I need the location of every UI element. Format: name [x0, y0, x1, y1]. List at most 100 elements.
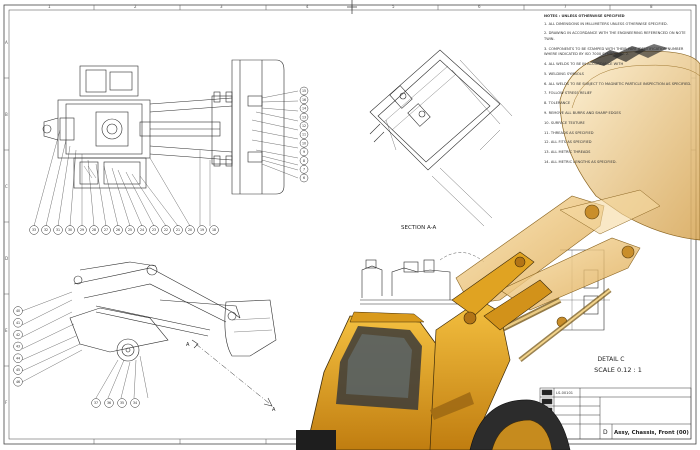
item-balloon: 10 [299, 138, 309, 148]
item-balloon: 19 [197, 225, 207, 235]
balloon-number: 10 [302, 141, 306, 145]
zone-label-left: C [5, 184, 8, 189]
zone-label-left: F [5, 400, 8, 405]
item-balloon: 31 [53, 225, 63, 235]
balloon-circle [117, 398, 127, 408]
item-balloon: 11 [299, 130, 309, 139]
item-balloon: 34 [130, 398, 140, 408]
zone-label-top: 7 [564, 4, 567, 9]
item-balloon: 14 [299, 104, 309, 113]
notes-item: 2. DRAWING IN ACCORDANCE WITH THE ENGINE… [544, 31, 686, 41]
notes-item: 7. FOLLOW STRESS RELIEF [544, 91, 592, 96]
item-balloon: 24 [137, 225, 147, 235]
balloon-circle [13, 353, 23, 363]
item-balloon: 33 [29, 225, 39, 235]
balloon-number: 43 [16, 345, 20, 349]
item-balloon: 28 [89, 225, 99, 235]
balloon-number: 24 [140, 228, 144, 232]
balloon-circle [125, 225, 135, 235]
balloon-number: 33 [32, 228, 36, 232]
balloon-number: 29 [80, 228, 84, 232]
balloon-circle [113, 225, 123, 235]
balloon-circle [13, 306, 23, 316]
zone-label-top: 8 [650, 4, 653, 9]
balloon-number: 35 [120, 401, 124, 405]
balloon-circle [299, 112, 309, 122]
detail-scale-label: SCALE 0.12 : 1 [594, 366, 642, 374]
item-balloon: 35 [117, 398, 127, 408]
balloon-number: 34 [133, 401, 137, 405]
zone-label-left: B [5, 112, 8, 117]
notes-item: 12. ALL FITS AS SPECIFIED [544, 140, 592, 145]
hub-balloons: 37 36 35 34 [91, 398, 140, 408]
item-balloon: 9 [299, 147, 309, 157]
balloon-circle [41, 225, 51, 235]
notes-item: 4. ALL WELDS TO BE IN ACCORDANCE WITH [544, 62, 624, 67]
balloon-number: 21 [176, 228, 180, 232]
section-a-a-drawing [369, 49, 513, 227]
balloon-circle [299, 138, 309, 148]
balloon-number: 15 [302, 89, 306, 93]
notes-item: 1. ALL DIMENSIONS IN MILLIMETERS UNLESS … [544, 21, 668, 26]
balloon-circle [149, 225, 159, 235]
item-balloon: 12 [299, 121, 309, 131]
zone-label-top: 5 [392, 4, 395, 9]
notes-item: 6. ALL WELDS TO BE SUBJECT TO MAGNETIC P… [544, 81, 692, 86]
balloon-number: 20 [188, 228, 192, 232]
item-balloon: 43 [13, 341, 23, 352]
balloon-circle [299, 165, 309, 174]
balloon-number: 42 [16, 333, 20, 337]
item-balloon: 6 [299, 173, 309, 183]
notes-item: 11. THREADS AS SPECIFIED [544, 130, 594, 135]
item-balloon: 46 [13, 377, 23, 387]
item-balloon: 21 [173, 225, 183, 235]
balloon-number: 6 [303, 176, 305, 180]
zone-label-top: 1 [48, 4, 51, 9]
notes-item: 8. TOLERANCE [544, 101, 571, 106]
balloon-number: 46 [16, 380, 20, 384]
balloon-circle [29, 225, 39, 235]
item-balloon: 20 [185, 225, 195, 235]
item-balloon: 29 [77, 225, 87, 235]
balloon-circle [209, 225, 219, 235]
balloon-number: 27 [104, 228, 108, 232]
balloon-circle [13, 318, 23, 328]
balloon-circle [197, 225, 207, 235]
balloon-number: 28 [92, 228, 96, 232]
item-balloon: 7 [299, 165, 309, 174]
item-balloon: 16 [299, 95, 309, 104]
balloon-circle [299, 156, 309, 165]
balloon-number: 22 [164, 228, 168, 232]
balloon-number: 36 [107, 401, 111, 405]
balloon-number: 25 [128, 228, 132, 232]
balloon-circle [89, 225, 99, 235]
item-balloon: 40 [13, 306, 23, 316]
notes-item: 10. SURFACE TEXTURE [544, 120, 585, 125]
zone-label-top: 3 [220, 4, 223, 9]
section-a-a-label: SECTION A-A [401, 225, 436, 231]
balloon-circle [173, 225, 183, 235]
item-balloon: 22 [161, 225, 171, 235]
side-view-drawing [69, 261, 277, 407]
balloon-circle [299, 130, 309, 139]
balloon-number: 16 [302, 98, 306, 102]
balloon-circle [137, 225, 147, 235]
balloon-number: 26 [116, 228, 120, 232]
zone-label-left: D [5, 256, 9, 261]
balloon-circle [299, 95, 309, 104]
balloon-circle [130, 398, 140, 408]
balloon-number: 37 [94, 401, 98, 405]
balloon-circle [65, 225, 75, 235]
title-block-sheet-id: D [603, 429, 608, 436]
balloon-circle [91, 398, 101, 408]
balloon-circle [101, 225, 111, 235]
item-balloon: 42 [13, 329, 23, 340]
balloon-number: 45 [16, 368, 20, 372]
notes-item: 14. ALL METRIC LENGTHS AS SPECIFIED. [544, 159, 617, 164]
item-balloon: 32 [41, 225, 51, 235]
item-balloon: 18 [209, 225, 219, 235]
balloon-number: 41 [16, 321, 20, 325]
balloon-circle [299, 121, 309, 131]
centering-mark [347, 0, 357, 14]
